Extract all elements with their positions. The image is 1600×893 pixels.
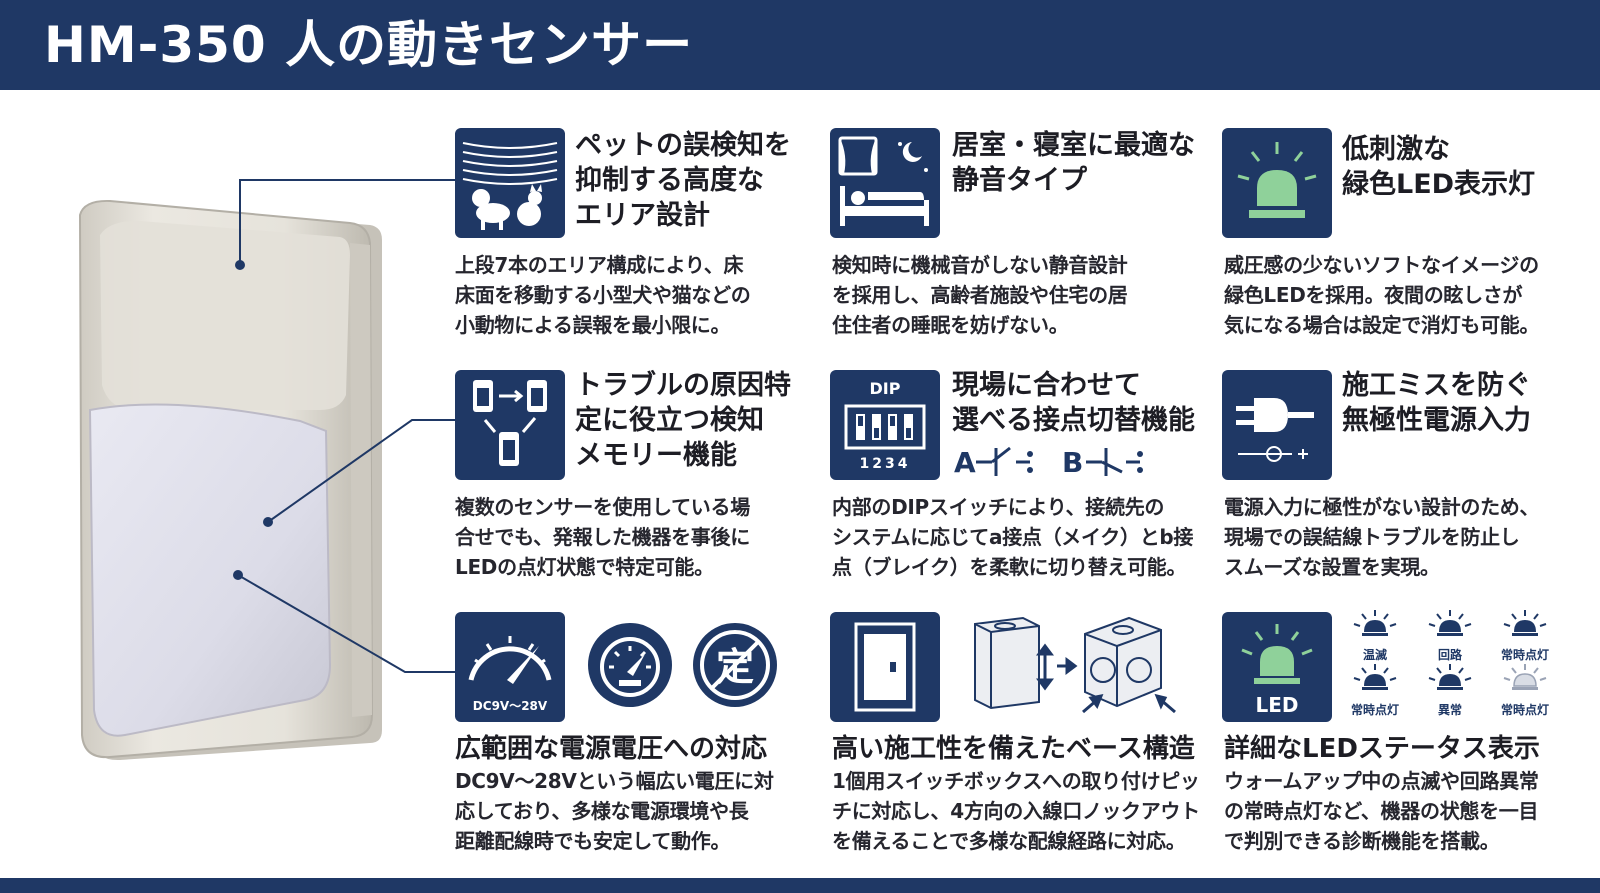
led-state-1-icon <box>1353 610 1397 636</box>
feature-title-plug: 施工ミスを防ぐ 無極性電源入力 <box>1342 370 1531 436</box>
feature-body-contact: 内部のDIPスイッチにより、接続先の システムに応じてa接点（メイク）とb接 点… <box>832 495 1194 579</box>
sensor-product-image <box>78 199 382 761</box>
green-led-icon <box>1222 128 1332 238</box>
bedroom-icon <box>830 128 940 238</box>
contact-switch-icons: A B <box>954 446 1143 479</box>
feature-title-voltage: 広範囲な電源電圧への対応 <box>455 734 768 764</box>
feature-body-memory: 複数のセンサーを使用している場 合せでも、発報した機器を事後に LEDの点灯状態… <box>455 495 750 579</box>
led-state-3-icon <box>1503 610 1547 636</box>
dip-label: DIP <box>870 379 901 398</box>
feature-title-contact: 現場に合わせて 選べる接点切替機能 <box>952 370 1195 436</box>
contact-a-label: A <box>954 446 976 479</box>
feature-body-pet: 上段7本のエリア構成により、床 床面を移動する小型犬や猫などの 小動物による誤報… <box>455 253 751 337</box>
led-state-5-icon <box>1428 664 1472 690</box>
switch-plate-icon <box>830 612 940 722</box>
footer-bar <box>0 878 1600 893</box>
led-state-label: 温滅 <box>1362 648 1387 662</box>
feature-body-quiet: 検知時に機械音がしない静音設計 を採用し、高齢者施設や住宅の居 住住者の睡眠を妨… <box>832 253 1128 337</box>
led-state-label: 常時点灯 <box>1350 703 1399 717</box>
contact-b-label: B <box>1062 446 1083 479</box>
pet-area-icon <box>455 128 565 238</box>
feature-title-base: 高い施工性を備えたベース構造 <box>832 734 1195 764</box>
led-state-label: 常時点灯 <box>1500 648 1549 662</box>
led-state-6-icon <box>1503 664 1547 690</box>
voltage-range-label: DC9V～28V <box>473 699 548 713</box>
feature-body-led: 威圧感の少ないソフトなイメージの 緑色LEDを採用。夜間の眩しさが 気になる場合… <box>1224 253 1540 337</box>
feature-title-quiet: 居室・寝室に最適な 静音タイプ <box>952 130 1195 196</box>
plug-icon <box>1222 370 1332 480</box>
gauge-icon: DC9V～28V <box>455 612 565 722</box>
led-icon-label: LED <box>1255 693 1298 717</box>
speedometer-icon <box>588 623 672 707</box>
led-state-label: 異常 <box>1437 703 1462 717</box>
feature-title-led-status: 詳細なLEDステータス表示 <box>1224 734 1540 764</box>
led-state-2-icon <box>1428 610 1472 636</box>
feature-body-plug: 電源入力に極性がない設計のため、 現場での誤結線トラブルを防止し スムーズな設置… <box>1224 495 1540 579</box>
led-states-icons <box>1353 610 1547 690</box>
memory-icon <box>455 370 565 480</box>
page-title: HM-350 人の動きセンサー <box>44 16 694 74</box>
feature-title-pet: ペットの誤検知を 抑制する高度な エリア設計 <box>575 130 791 231</box>
header-bar: HM-350 人の動きセンサー <box>0 0 1600 90</box>
led-state-label: 常時点灯 <box>1500 703 1549 717</box>
led-state-label: 回路 <box>1437 648 1462 662</box>
feature-body-led-status: ウォームアップ中の点滅や回路異常 の常時点灯など、機器の状態を一目 で判別できる… <box>1224 769 1539 853</box>
feature-title-led: 低刺激な 緑色LED表示灯 <box>1342 134 1536 200</box>
stable-voltage-icon: 定 <box>693 623 777 707</box>
dip-numbers: 1234 <box>860 456 911 472</box>
feature-title-memory: トラブルの原因特 定に役立つ検知 メモリー機能 <box>575 370 791 471</box>
dip-switch-icon: DIP 1234 <box>830 370 940 480</box>
led-status-icon: LED <box>1222 612 1332 722</box>
feature-body-base: 1個用スイッチボックスへの取り付けピッ チに対応し、4方向の入線口ノックアウト … <box>832 769 1200 853</box>
junction-box-icon <box>974 616 1176 714</box>
feature-body-voltage: DC9V～28Vという幅広い電圧に対 応しており、多様な電源環境や長 距離配線時… <box>455 769 774 853</box>
led-state-4-icon <box>1353 664 1397 690</box>
